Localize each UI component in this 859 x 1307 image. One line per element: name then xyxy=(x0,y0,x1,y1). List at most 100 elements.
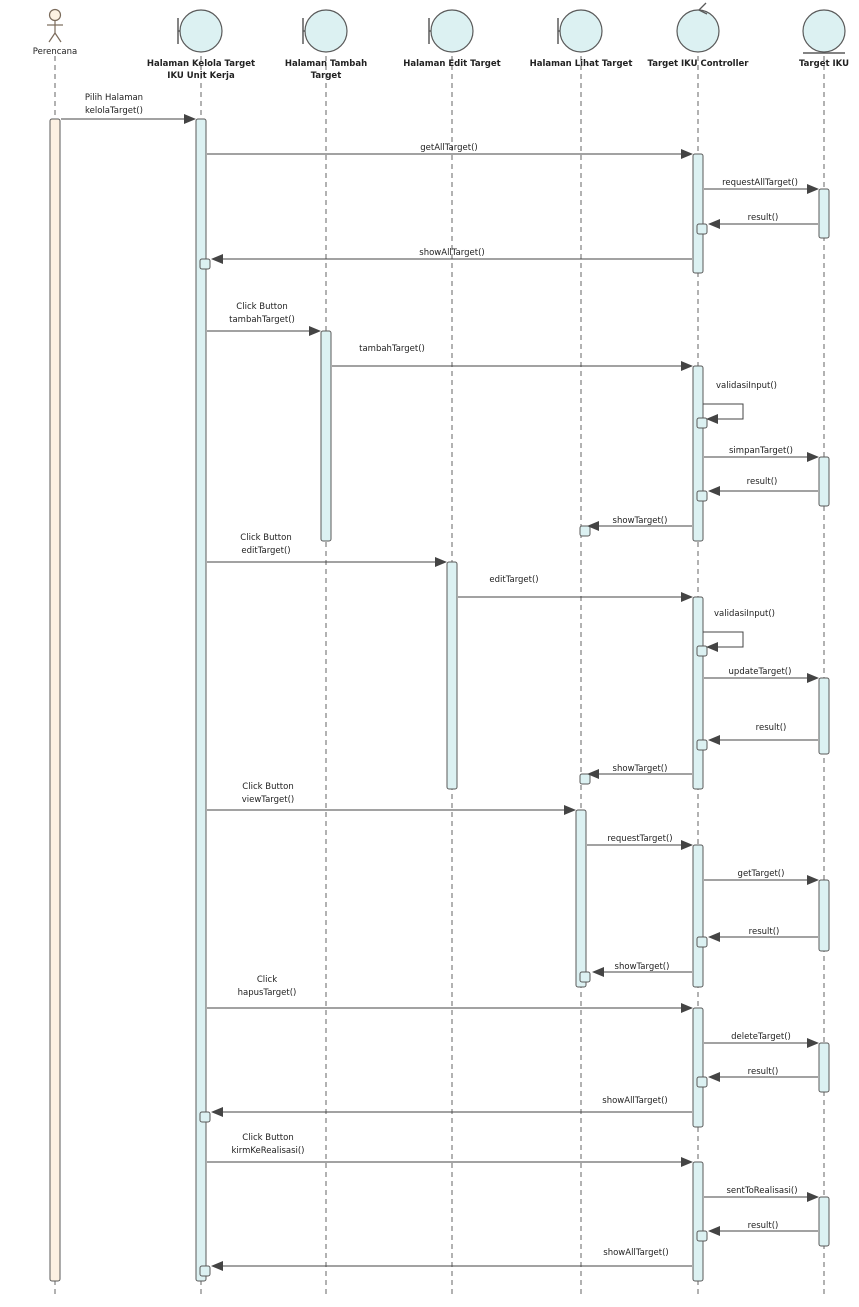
message-label: sentToRealisasi() xyxy=(726,1186,797,1196)
return-activation-kelola xyxy=(199,1265,211,1277)
return-activation-controller xyxy=(696,645,708,657)
message-20[interactable]: getTarget() xyxy=(704,869,819,885)
message-label: deleteTarget() xyxy=(731,1032,791,1042)
control-icon xyxy=(676,2,720,53)
activation-bar-controller xyxy=(692,365,704,542)
participant-label: Target xyxy=(311,71,342,81)
return-activation-controller xyxy=(696,739,708,751)
message-25[interactable]: result() xyxy=(708,1067,818,1082)
return-activation-lihat xyxy=(579,971,591,983)
participant-entity[interactable]: Target IKU xyxy=(799,9,849,69)
message-label: simpanTarget() xyxy=(729,446,793,456)
message-17[interactable]: showTarget() xyxy=(587,764,692,779)
message-label: Click Button xyxy=(240,533,291,543)
message-28[interactable]: sentToRealisasi() xyxy=(704,1186,819,1202)
participant-label: Halaman Tambah xyxy=(285,59,367,69)
message-16[interactable]: result() xyxy=(708,723,818,745)
message-label: result() xyxy=(747,477,778,487)
message-label: kelolaTarget() xyxy=(85,106,143,116)
message-8[interactable]: validasiInput() xyxy=(703,381,777,424)
activation-bar-entity xyxy=(818,677,830,755)
boundary-icon xyxy=(302,9,348,53)
message-label: tambahTarget() xyxy=(229,315,295,325)
return-activation-controller xyxy=(696,936,708,948)
message-5[interactable]: showAllTarget() xyxy=(211,248,692,264)
message-label: tambahTarget() xyxy=(359,344,425,354)
message-24[interactable]: deleteTarget() xyxy=(704,1032,819,1048)
message-label: editTarget() xyxy=(241,546,290,556)
activation-bar-tambah xyxy=(320,330,332,542)
participant-label: Halaman Kelola Target xyxy=(147,59,255,69)
activation-bar-entity xyxy=(818,879,830,952)
activation-bar-kelola xyxy=(195,118,207,1282)
message-13[interactable]: editTarget() xyxy=(458,575,693,602)
message-14[interactable]: validasiInput() xyxy=(703,609,775,652)
message-label: validasiInput() xyxy=(714,609,775,619)
message-1[interactable]: Pilih Halaman kelolaTarget() xyxy=(61,93,196,124)
message-15[interactable]: updateTarget() xyxy=(704,667,819,683)
entity-icon xyxy=(802,9,846,54)
return-activation-controller xyxy=(696,417,708,429)
message-11[interactable]: showTarget() xyxy=(587,516,692,531)
message-19[interactable]: requestTarget() xyxy=(587,834,693,850)
message-label: showTarget() xyxy=(615,962,670,972)
message-7[interactable]: tambahTarget() xyxy=(332,344,693,371)
message-30[interactable]: showAllTarget() xyxy=(211,1248,692,1271)
return-activation-kelola xyxy=(199,258,211,270)
participant-edit[interactable]: Halaman Edit Target xyxy=(403,9,501,69)
actor-icon xyxy=(47,8,63,43)
message-9[interactable]: simpanTarget() xyxy=(704,446,819,462)
return-activation-controller xyxy=(696,490,708,502)
participant-label: Target IKU Controller xyxy=(648,59,750,69)
message-label: getTarget() xyxy=(738,869,785,879)
boundary-icon xyxy=(428,9,474,53)
message-29[interactable]: result() xyxy=(708,1221,818,1236)
return-activation-lihat xyxy=(579,773,591,785)
message-21[interactable]: result() xyxy=(708,927,818,942)
message-label: showAllTarget() xyxy=(602,1096,667,1106)
message-12[interactable]: Click Button editTarget() xyxy=(207,533,447,567)
message-label: showTarget() xyxy=(613,516,668,526)
message-18[interactable]: Click Button viewTarget() xyxy=(207,782,576,815)
message-3[interactable]: requestAllTarget() xyxy=(704,178,819,194)
activation-bar-controller xyxy=(692,153,704,274)
participant-perencana[interactable]: Perencana xyxy=(33,8,77,58)
message-label: updateTarget() xyxy=(729,667,792,677)
participant-label: Target IKU xyxy=(799,59,849,69)
participant-lihat[interactable]: Halaman Lihat Target xyxy=(530,9,633,69)
message-label: viewTarget() xyxy=(242,795,295,805)
activation-bar-lihat xyxy=(575,809,587,988)
message-label: editTarget() xyxy=(489,575,538,585)
activation-bar-entity xyxy=(818,456,830,507)
activation-bar-entity xyxy=(818,188,830,239)
message-label: kirmKeRealisasi() xyxy=(231,1146,304,1156)
message-label: result() xyxy=(749,927,780,937)
message-label: Pilih Halaman xyxy=(85,93,143,103)
message-4[interactable]: result() xyxy=(708,213,818,229)
message-10[interactable]: result() xyxy=(708,477,818,496)
message-22[interactable]: showTarget() xyxy=(592,962,692,977)
message-2[interactable]: getAllTarget() xyxy=(207,143,693,159)
message-label: result() xyxy=(748,213,779,223)
activation-bar-entity xyxy=(818,1196,830,1247)
participant-controller[interactable]: Target IKU Controller xyxy=(648,2,750,69)
self-message-arrow xyxy=(703,403,744,424)
activation-bar-controller xyxy=(692,596,704,790)
message-label: validasiInput() xyxy=(716,381,777,391)
activation-bar-perencana xyxy=(49,118,61,1282)
message-label: Click Button xyxy=(242,782,293,792)
return-activation-lihat xyxy=(579,525,591,537)
message-label: Click xyxy=(257,975,277,985)
message-26[interactable]: showAllTarget() xyxy=(211,1096,692,1117)
participant-label: Halaman Lihat Target xyxy=(530,59,633,69)
message-label: requestTarget() xyxy=(607,834,672,844)
message-label: result() xyxy=(756,723,787,733)
return-activation-controller xyxy=(696,1230,708,1242)
participant-label: Halaman Edit Target xyxy=(403,59,500,69)
